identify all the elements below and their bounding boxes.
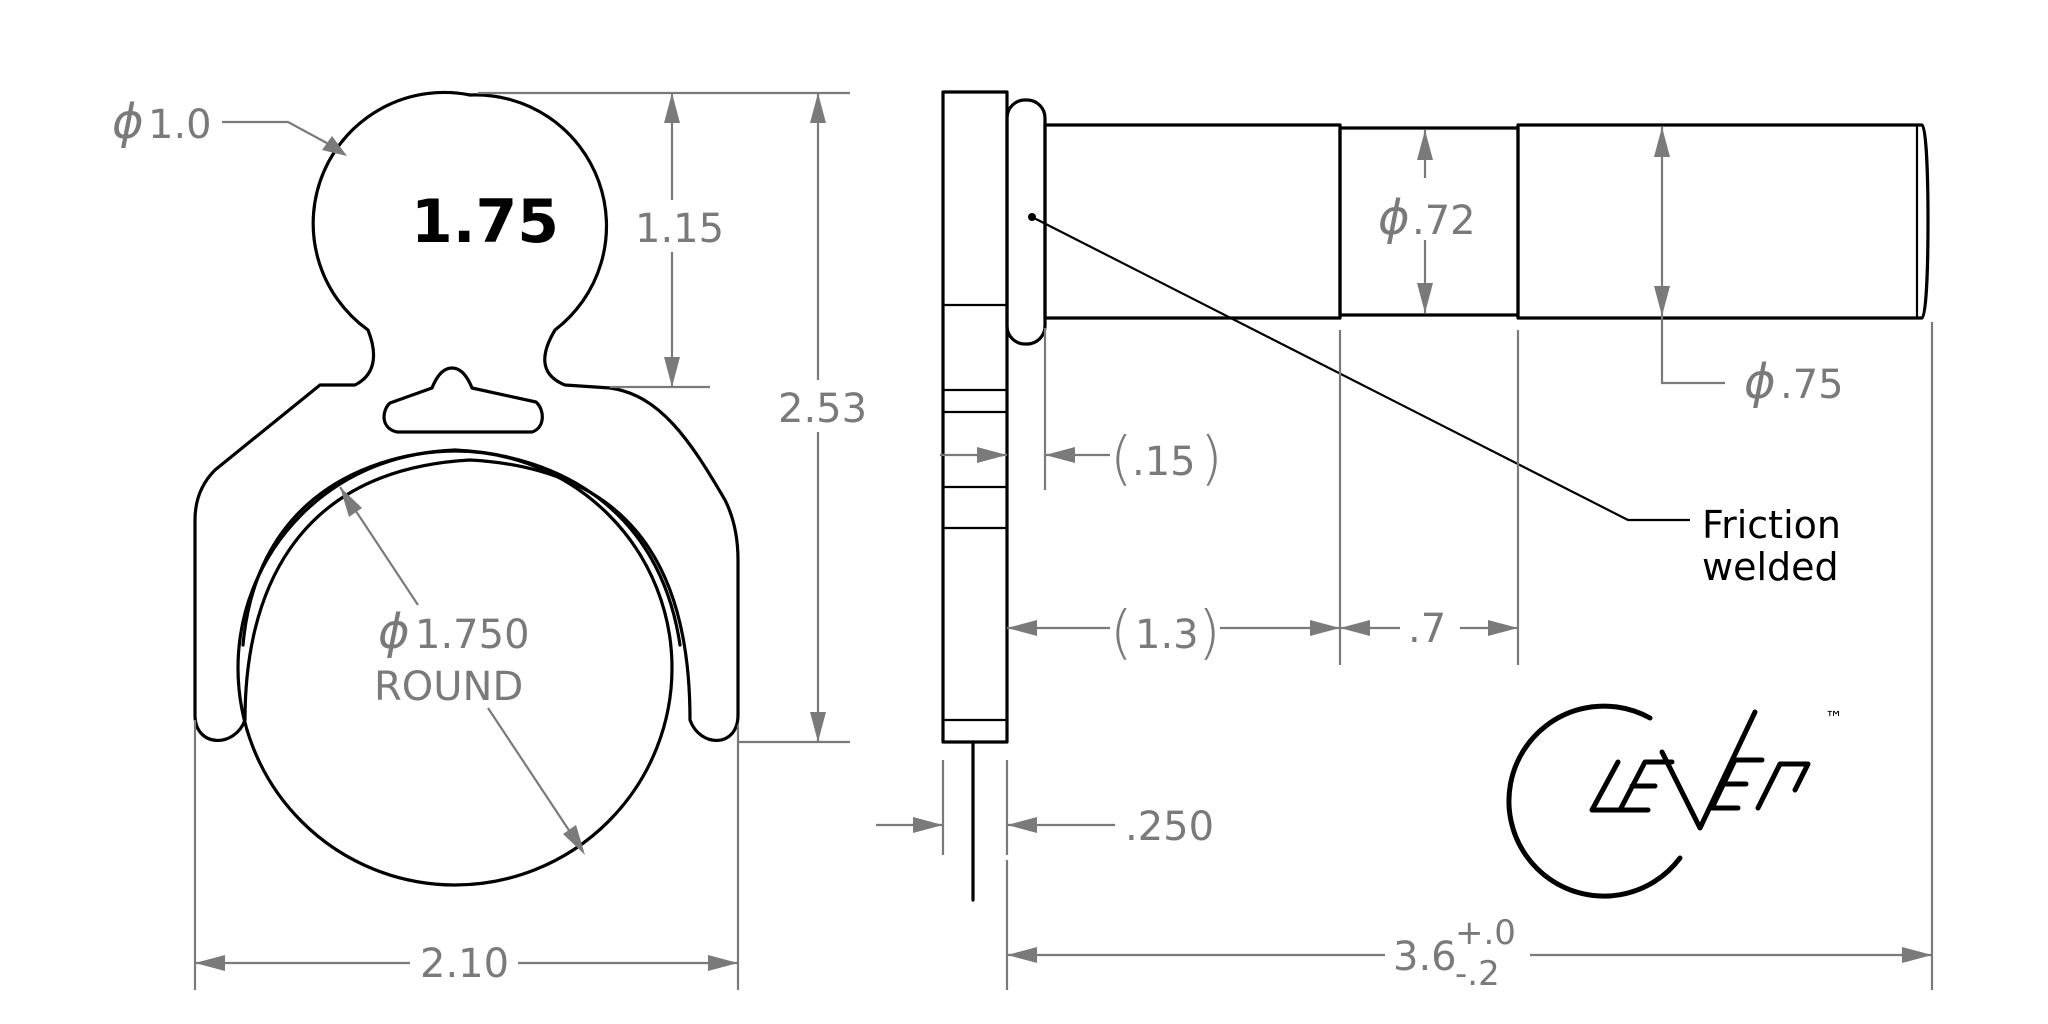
bore-note: ROUND <box>374 664 523 710</box>
clever-logo: ™ <box>1506 703 1843 899</box>
side-dimensions: ϕ .72 ϕ .75 ( .15 ) ( 1.3 ) .7 <box>876 127 1934 994</box>
bore-inner-arc <box>241 448 682 647</box>
length-tol-upper: +.0 <box>1455 913 1516 953</box>
ball-height-arrow-bottom <box>664 357 680 387</box>
weld-note-line1: Friction <box>1702 503 1841 547</box>
dia75-arrow-top <box>1654 127 1670 157</box>
diameter-symbol-bore: ϕ <box>378 604 410 660</box>
diameter-symbol-75: ϕ <box>1744 354 1776 410</box>
logo-v <box>1659 709 1758 831</box>
logo-e1 <box>1617 759 1675 813</box>
front-view: 1.75 <box>193 90 740 887</box>
plate-arrow-left <box>913 817 943 833</box>
flange-arrow-right <box>1045 447 1075 463</box>
width-arrow-right <box>708 955 738 971</box>
flange-arrow-left <box>977 447 1007 463</box>
length-arrow-left <box>1007 947 1037 963</box>
length-value: 3.6 <box>1393 934 1457 980</box>
dia72-arrow-bottom <box>1417 283 1433 313</box>
part-stamp: 1.75 <box>411 187 559 257</box>
bore-dia-leader-lower <box>487 707 583 851</box>
length-tol-lower: -.2 <box>1455 954 1500 994</box>
dia75-value: .75 <box>1780 362 1844 408</box>
dia75-leader <box>1660 316 1725 385</box>
flange-paren-close: ) <box>1200 424 1223 492</box>
shaft-section-1 <box>1043 123 1342 320</box>
dia72-arrow-top <box>1417 130 1433 160</box>
logo-l <box>1589 759 1625 813</box>
diameter-symbol-72: ϕ <box>1378 190 1410 246</box>
shaft-section-3 <box>1516 123 1930 320</box>
ball-dia-value: 1.0 <box>148 102 212 148</box>
weld-flange <box>1005 98 1047 346</box>
len13-arrow-left <box>1007 620 1037 636</box>
bore-dia-arrow-lower <box>563 825 585 855</box>
flange-paren-open: ( <box>1110 424 1133 492</box>
ball-height-value: 1.15 <box>635 206 724 252</box>
dia72-value: .72 <box>1412 198 1476 244</box>
plate-arrow-right <box>1007 817 1037 833</box>
len13-paren-open: ( <box>1110 598 1133 666</box>
len7-arrow-right <box>1488 620 1518 636</box>
plate <box>941 90 1009 744</box>
weld-note-line2: welded <box>1702 545 1839 589</box>
len13-paren-close: ) <box>1198 598 1221 666</box>
width-arrow-left <box>195 955 225 971</box>
logo-r <box>1755 761 1811 811</box>
len13-arrow-right <box>1310 620 1340 636</box>
front-dimensions: ϕ 1.0 1.15 2.53 ϕ 1.750 ROUND 2.10 <box>112 91 867 990</box>
side-view: Friction welded <box>941 90 1930 902</box>
flange-value: .15 <box>1132 439 1196 485</box>
ball-height-arrow-top <box>664 93 680 123</box>
length-arrow-right <box>1902 947 1932 963</box>
weld-note-leader <box>1031 216 1690 522</box>
dia75-arrow-bottom <box>1654 286 1670 316</box>
ball-dia-leader <box>222 120 337 149</box>
len7-value: .7 <box>1408 606 1446 652</box>
len7-arrow-left <box>1340 620 1370 636</box>
key-slot <box>382 366 544 434</box>
len13-value: 1.3 <box>1135 612 1199 658</box>
width-value: 2.10 <box>420 941 509 987</box>
diameter-symbol-ball: ϕ <box>112 94 144 150</box>
logo-e2 <box>1709 757 1765 811</box>
plate-thickness-value: .250 <box>1125 804 1214 850</box>
bore-dia-arrow-upper <box>340 487 362 517</box>
bore-dia-value: 1.750 <box>415 612 530 658</box>
ball-dia-arrowhead <box>322 136 347 156</box>
logo-c-arc <box>1506 703 1683 899</box>
logo-trademark: ™ <box>1825 708 1843 729</box>
height-arrow-bottom <box>810 712 826 742</box>
height-value: 2.53 <box>778 386 867 432</box>
height-arrow-top <box>810 93 826 123</box>
